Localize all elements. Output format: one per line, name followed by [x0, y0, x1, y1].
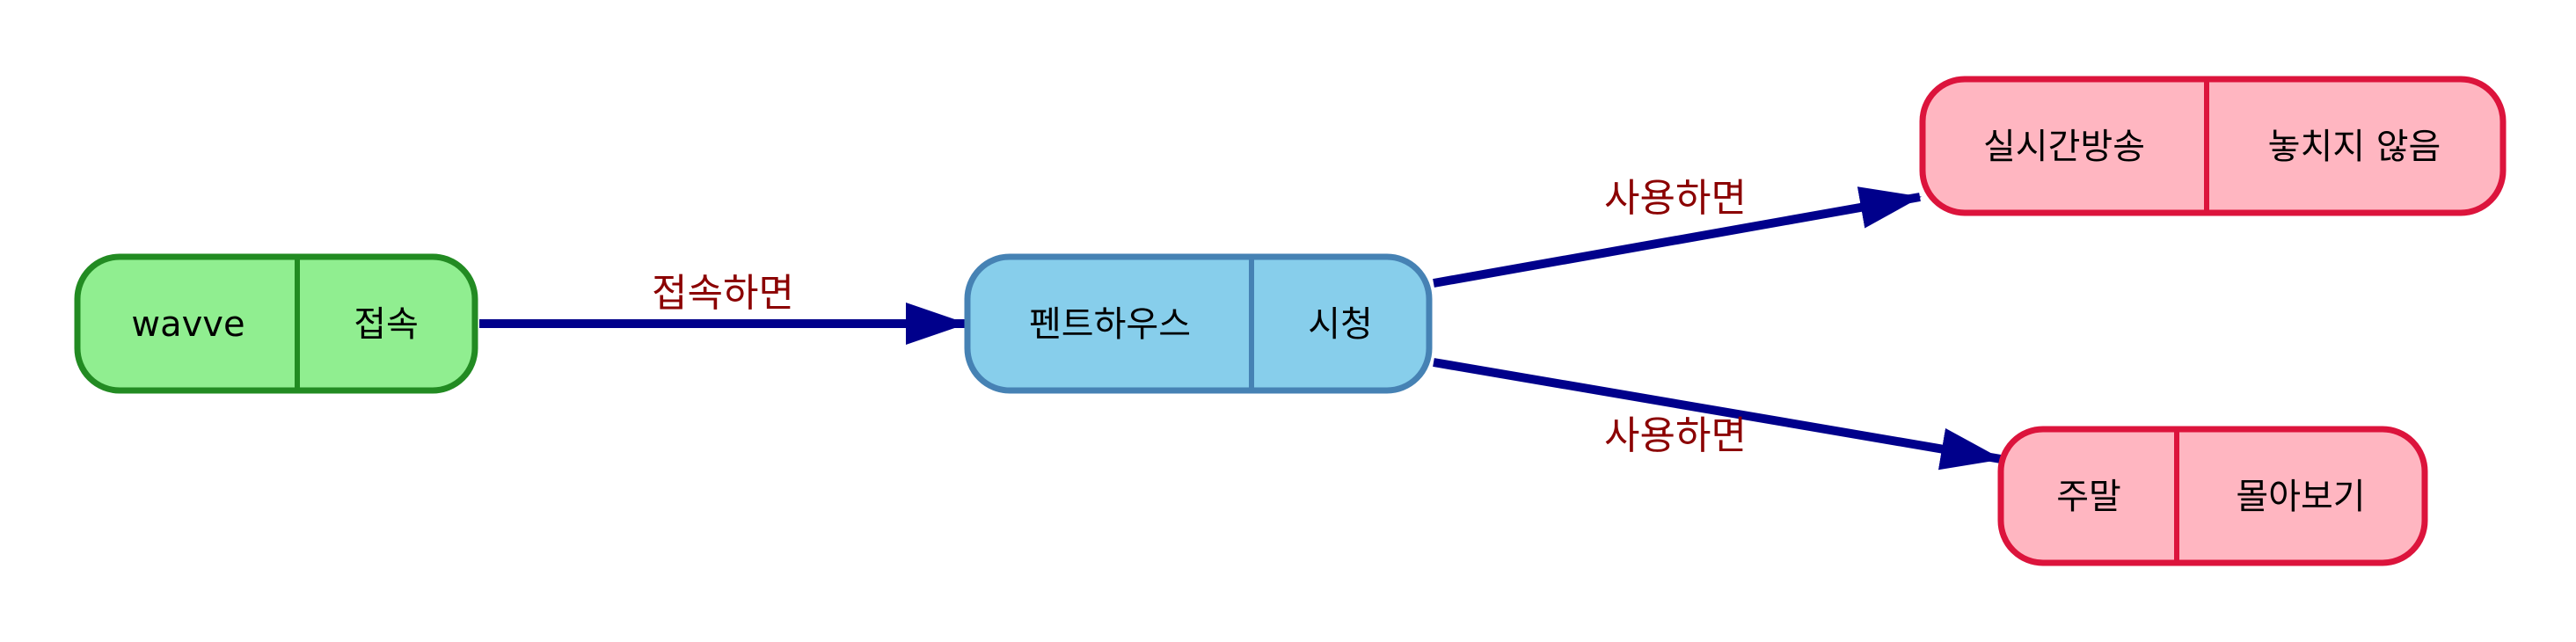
- node-box: [74, 253, 478, 394]
- node-live-broadcast: 실시간방송 놓치지 않음: [1919, 76, 2507, 216]
- edge-penthouse-to-live: 사용하면: [1433, 176, 1922, 288]
- edge-wavve-to-penthouse: 접속하면: [479, 271, 967, 345]
- node-right-label: 놓치지 않음: [2268, 127, 2441, 167]
- edge-line: [1433, 358, 2003, 471]
- edge-label: 사용하면: [1604, 176, 1747, 221]
- node-box: [964, 253, 1433, 394]
- node-left-label: 펜트하우스: [1029, 304, 1191, 345]
- node-box: [1997, 426, 2428, 566]
- edge-penthouse-to-weekend: 사용하면: [1433, 358, 2003, 471]
- node-right-label: 시청: [1308, 304, 1373, 345]
- node-box: [1919, 76, 2507, 216]
- node-right-label: 접속: [354, 304, 419, 345]
- node-left-label: 주말: [2056, 477, 2121, 517]
- node-penthouse: 펜트하우스 시청: [964, 253, 1433, 394]
- node-left-label: 실시간방송: [1983, 127, 2145, 167]
- node-wavve: wavve 접속: [74, 253, 478, 394]
- edge-line: [1433, 186, 1922, 288]
- node-left-label: wavve: [131, 304, 244, 345]
- edge-label: 사용하면: [1604, 413, 1747, 458]
- node-right-label: 몰아보기: [2236, 477, 2365, 517]
- edge-label: 접속하면: [652, 271, 794, 316]
- node-weekend: 주말 몰아보기: [1997, 426, 2428, 566]
